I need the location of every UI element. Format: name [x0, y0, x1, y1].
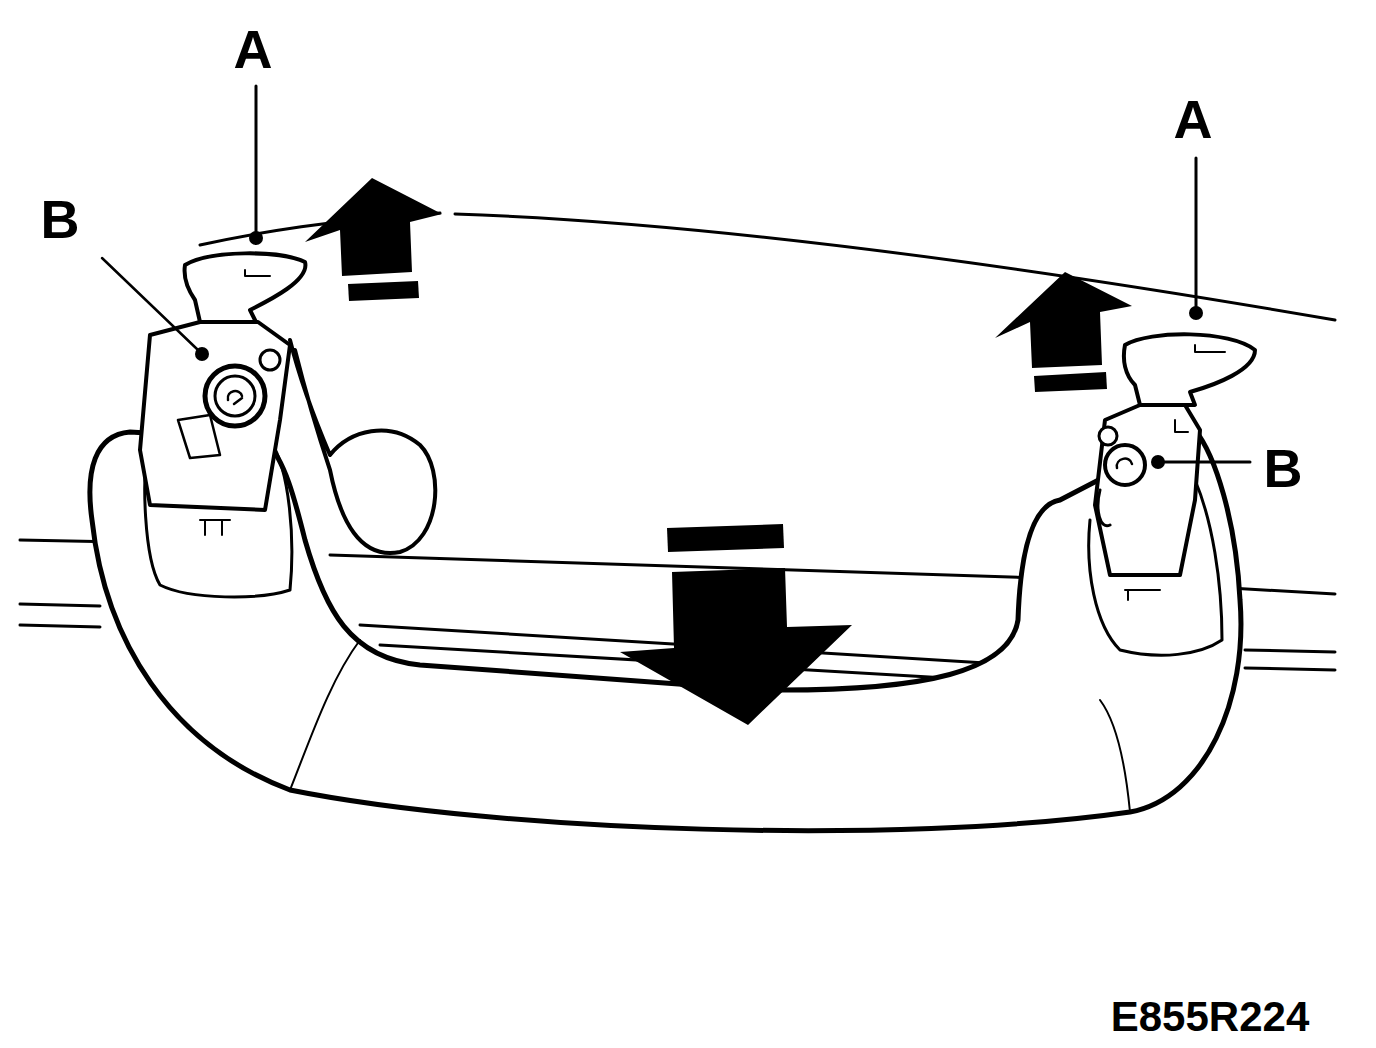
headliner-edge — [455, 214, 1335, 320]
cover-flap — [290, 340, 435, 553]
bracket-edge — [1098, 490, 1110, 526]
bracket-tab — [1125, 590, 1160, 600]
bracket-tab — [178, 415, 220, 458]
pull-arrow — [348, 281, 419, 301]
bracket — [1095, 405, 1200, 575]
roof-line — [20, 604, 100, 606]
roof-line — [20, 625, 100, 627]
pull-arrow — [620, 568, 852, 725]
callout-letter: A — [1172, 92, 1215, 146]
roof-line — [1245, 668, 1335, 670]
leader-dot — [195, 347, 209, 361]
clip-pin — [260, 350, 280, 370]
pull-arrow — [305, 178, 442, 276]
figure-code: E855R224 — [1109, 996, 1312, 1038]
clip-pin — [1099, 427, 1117, 445]
handle-seam — [1100, 700, 1130, 812]
clip — [185, 253, 306, 322]
screw-slot — [1117, 459, 1132, 468]
bracket-tab — [200, 520, 230, 535]
callout-letter: B — [1262, 441, 1305, 495]
pull-arrow — [995, 272, 1132, 368]
leader-dot — [1151, 455, 1165, 469]
leader-line — [255, 86, 258, 232]
screw-slot — [228, 391, 242, 404]
leader-dot — [1189, 306, 1203, 320]
screw — [205, 366, 265, 426]
leader-line — [1162, 461, 1250, 464]
bracket-mark — [1175, 420, 1188, 432]
clip — [1124, 334, 1255, 405]
clip-slot — [1195, 345, 1225, 352]
screw-head — [215, 376, 255, 416]
handle-seam — [290, 640, 360, 790]
roof-line — [1245, 650, 1335, 652]
callout-letter: A — [232, 22, 275, 76]
screw — [1105, 445, 1145, 485]
clip-slot — [245, 270, 270, 276]
callout-letter: B — [39, 192, 82, 246]
leader-line — [1195, 158, 1198, 308]
pull-arrow — [1034, 372, 1107, 392]
bracket — [140, 322, 290, 510]
leader-dot — [249, 231, 263, 245]
leader-line — [102, 258, 198, 350]
pull-arrow — [667, 524, 784, 552]
roof-line — [1230, 588, 1335, 594]
